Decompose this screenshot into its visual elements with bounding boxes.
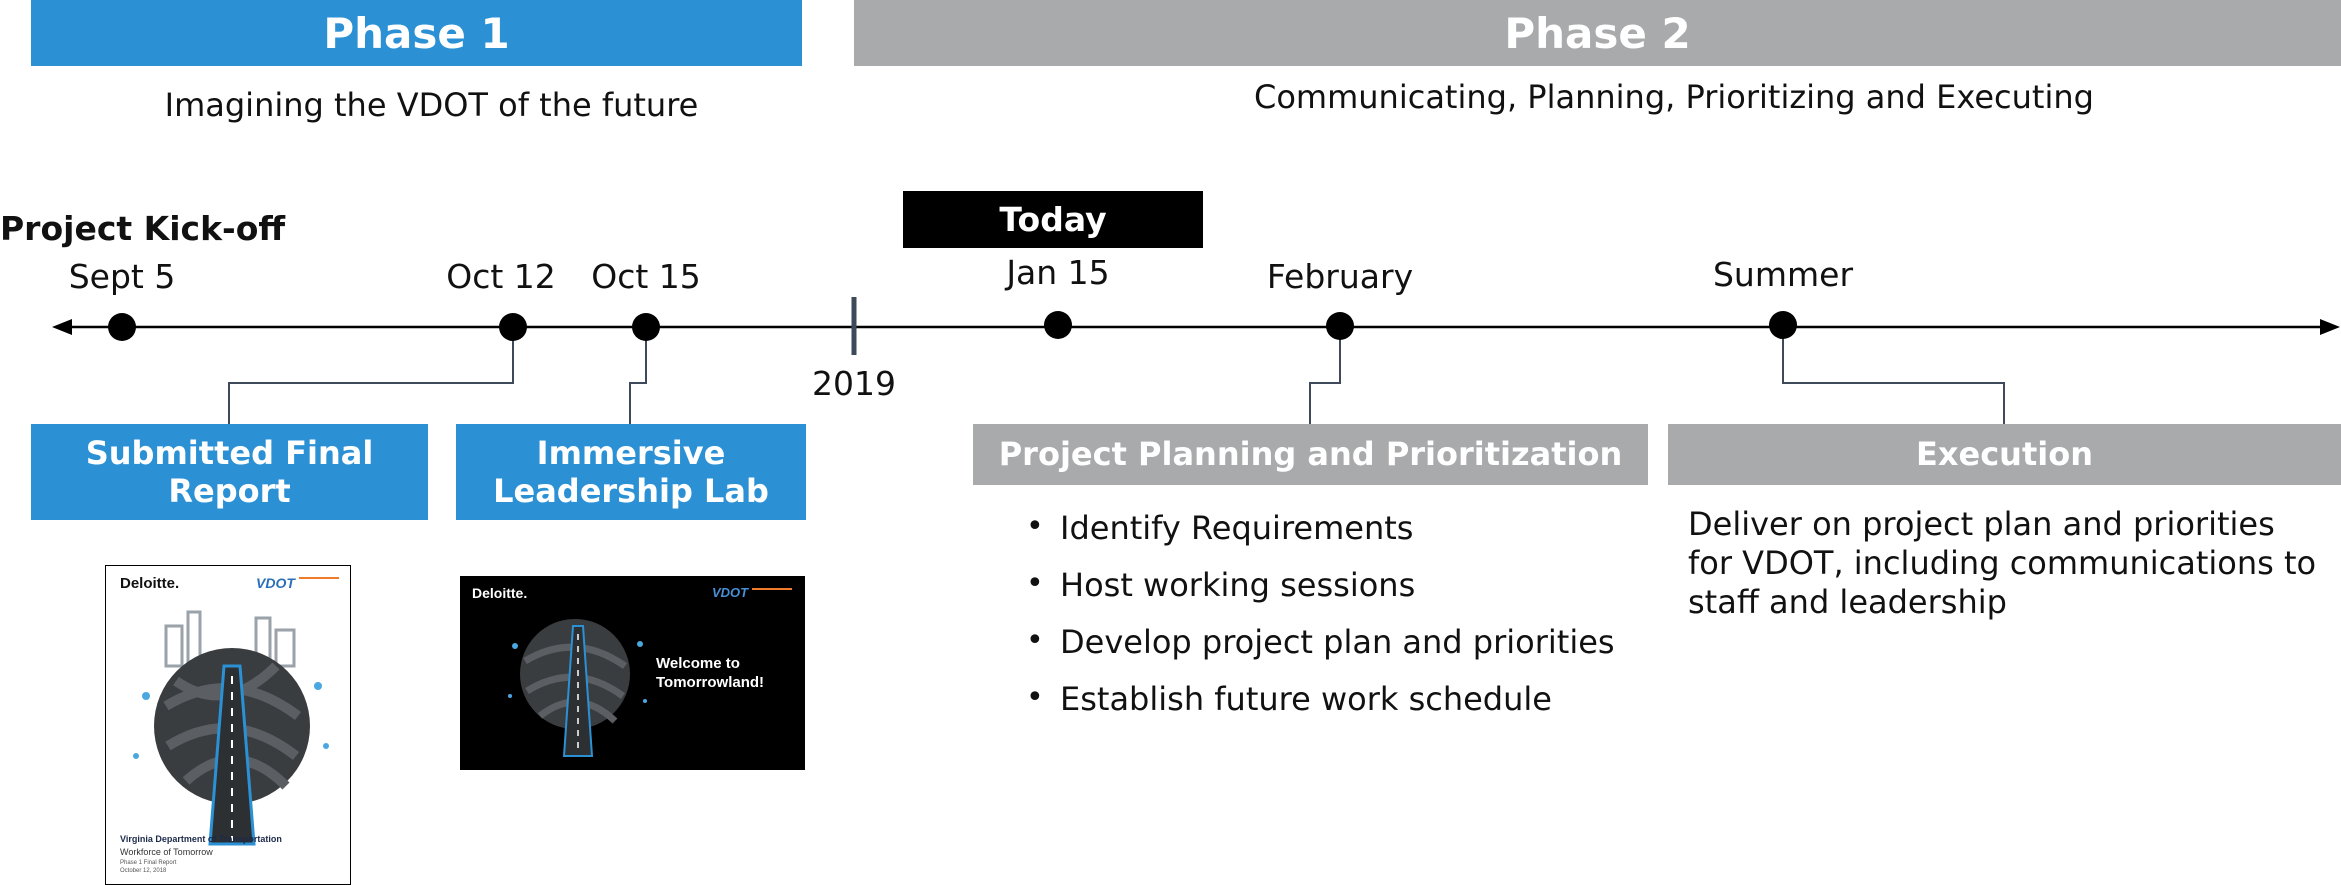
kickoff-label: Project Kick-off: [0, 209, 286, 248]
execution-label: Execution: [1916, 435, 2093, 474]
milestone-label-oct15: Oct 15: [591, 257, 701, 296]
list-item: Establish future work schedule: [1018, 680, 1615, 737]
road-globe-icon: [133, 610, 329, 846]
lab-brand-logo: Deloitte.: [472, 585, 528, 601]
milestone-dot-summer: [1769, 311, 1797, 339]
milestone-label-february: February: [1266, 257, 1414, 296]
lab-welcome-text: Welcome to Tomorrowland!: [656, 655, 765, 691]
today-label: Today: [999, 200, 1107, 239]
planning-bullet-list: Identify Requirements Host working sessi…: [1018, 509, 1615, 737]
phase-2-title: Phase 2: [1504, 8, 1691, 58]
leadership-lab-thumbnail: Deloitte. VDOT Welcome to Tomorrowland!: [460, 576, 805, 770]
milestone-dot-jan15: [1044, 311, 1072, 339]
report-brand-logo: Deloitte.: [120, 575, 180, 592]
report-vdot-tagline: [299, 577, 339, 589]
report-title: Virginia Department of Transportation: [120, 834, 282, 844]
road-globe-icon: [508, 619, 647, 757]
final-report-label: Submitted Final Report: [85, 433, 374, 510]
planning-box: Project Planning and Prioritization: [973, 424, 1648, 485]
report-meta: Phase 1 Final Report: [120, 860, 177, 866]
lab-vdot-tagline: [752, 588, 792, 598]
connector-summer: [1782, 327, 2005, 424]
connector-oct12: [228, 327, 514, 424]
milestone-dot-oct12: [499, 313, 527, 341]
milestone-dot-oct15: [632, 313, 660, 341]
lab-vdot-logo: VDOT: [712, 585, 749, 600]
list-item: Identify Requirements: [1018, 509, 1615, 566]
milestone-label-jan15: Jan 15: [1006, 253, 1110, 292]
phase-1-subtitle: Imagining the VDOT of the future: [164, 86, 699, 124]
phase-1-banner: Phase 1: [31, 0, 802, 66]
year-label: 2019: [812, 364, 896, 403]
phase-2-subtitle: Communicating, Planning, Prioritizing an…: [1254, 78, 2094, 116]
milestone-label-oct12: Oct 12: [446, 257, 556, 296]
milestone-dot-sept5: [108, 313, 136, 341]
list-item: Host working sessions: [1018, 566, 1615, 623]
leadership-lab-box: Immersive Leadership Lab: [456, 424, 806, 520]
execution-box: Execution: [1668, 424, 2341, 485]
phase-2-banner: Phase 2: [854, 0, 2341, 66]
leadership-lab-label: Immersive Leadership Lab: [493, 433, 769, 510]
milestone-label-sept5: Sept 5: [68, 257, 176, 296]
report-subtitle: Workforce of Tomorrow: [120, 847, 213, 857]
planning-label: Project Planning and Prioritization: [998, 435, 1623, 474]
timeline-left-arrow: [52, 319, 72, 335]
list-item: Develop project plan and priorities: [1018, 623, 1615, 680]
phase-1-title: Phase 1: [323, 8, 510, 58]
execution-description: Deliver on project plan and priorities f…: [1688, 505, 2317, 621]
final-report-thumbnail: Deloitte. VDOT Virginia Department of Tr…: [105, 565, 351, 885]
milestone-dot-february: [1326, 312, 1354, 340]
final-report-box: Submitted Final Report: [31, 424, 428, 520]
report-vdot-logo: VDOT: [256, 575, 295, 591]
connector-february: [1309, 327, 1341, 424]
report-date: October 12, 2018: [120, 868, 167, 874]
today-marker: Today: [903, 191, 1203, 248]
milestone-label-summer: Summer: [1712, 255, 1854, 294]
connector-oct15: [629, 327, 647, 424]
timeline-right-arrow: [2320, 319, 2340, 335]
